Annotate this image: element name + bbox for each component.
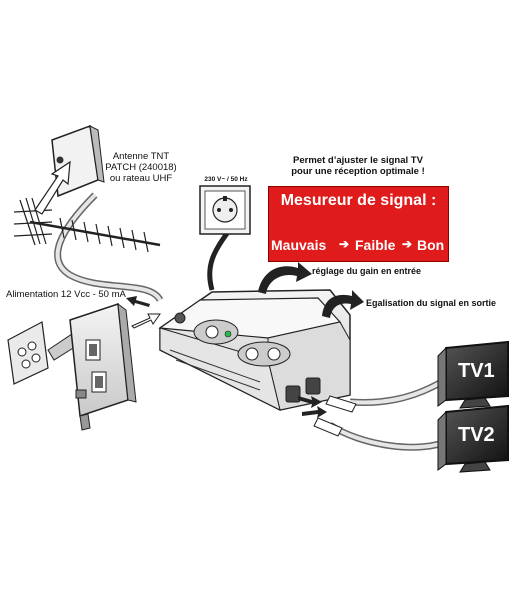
antenna-label-line3: ou rateau UHF: [109, 172, 173, 184]
equalisation-callout: Egalisation du signal en sortie: [366, 298, 497, 308]
signal-meter-intro-line2: pour une réception optimale !: [291, 165, 425, 177]
signal-meter-title: Mesureur de signal :: [280, 192, 437, 209]
amplifier-box: [158, 289, 351, 411]
signal-meter-panel: Mesureur de signal : Mauvais ➔ Faible ➔ …: [268, 186, 449, 262]
tv1-screen: [437, 340, 509, 409]
level-faible-label: Faible: [355, 237, 396, 253]
power-link-arrows: [126, 296, 161, 329]
level-mauvais-label: Mauvais: [271, 237, 327, 253]
power-supply-unit: [7, 302, 137, 431]
gain-callout: réglage du gain en entrée: [312, 266, 422, 276]
equalisation-curved-arrow: [322, 290, 364, 318]
signal-meter-intro-line1: Permet d’ajuster le signal TV: [293, 155, 423, 166]
power-callout: Alimentation 12 Vcc - 50 mA: [6, 289, 126, 300]
antenna-label: Antenne TNT PATCH (240018) ou rateau UHF: [100, 151, 182, 185]
antenna-label-line2: PATCH (240018): [105, 161, 177, 173]
tv2-screen: [437, 404, 509, 473]
tv1-label: TV1: [458, 360, 495, 382]
level-bon-label: Bon: [417, 237, 445, 253]
gain-curved-arrow: [258, 262, 312, 294]
level-arrow-2: ➔: [402, 237, 413, 251]
level-arrow-1: ➔: [339, 237, 350, 251]
antenna-label-line1: Antenne TNT: [112, 151, 170, 162]
antenna-choice-arrow: [34, 160, 71, 215]
wall-outlet: [199, 185, 251, 235]
signal-meter-intro: Permet d’ajuster le signal TV pour une r…: [268, 155, 448, 178]
mains-label: 230 V~ / 50 Hz: [204, 176, 248, 183]
antenna-cable: [54, 192, 164, 303]
output-arrows: [298, 396, 327, 418]
mains-cable: [207, 230, 231, 291]
yagi-antenna: [13, 197, 161, 253]
tv-cable-plugs: [313, 395, 357, 437]
tv2-label: TV2: [458, 424, 495, 446]
